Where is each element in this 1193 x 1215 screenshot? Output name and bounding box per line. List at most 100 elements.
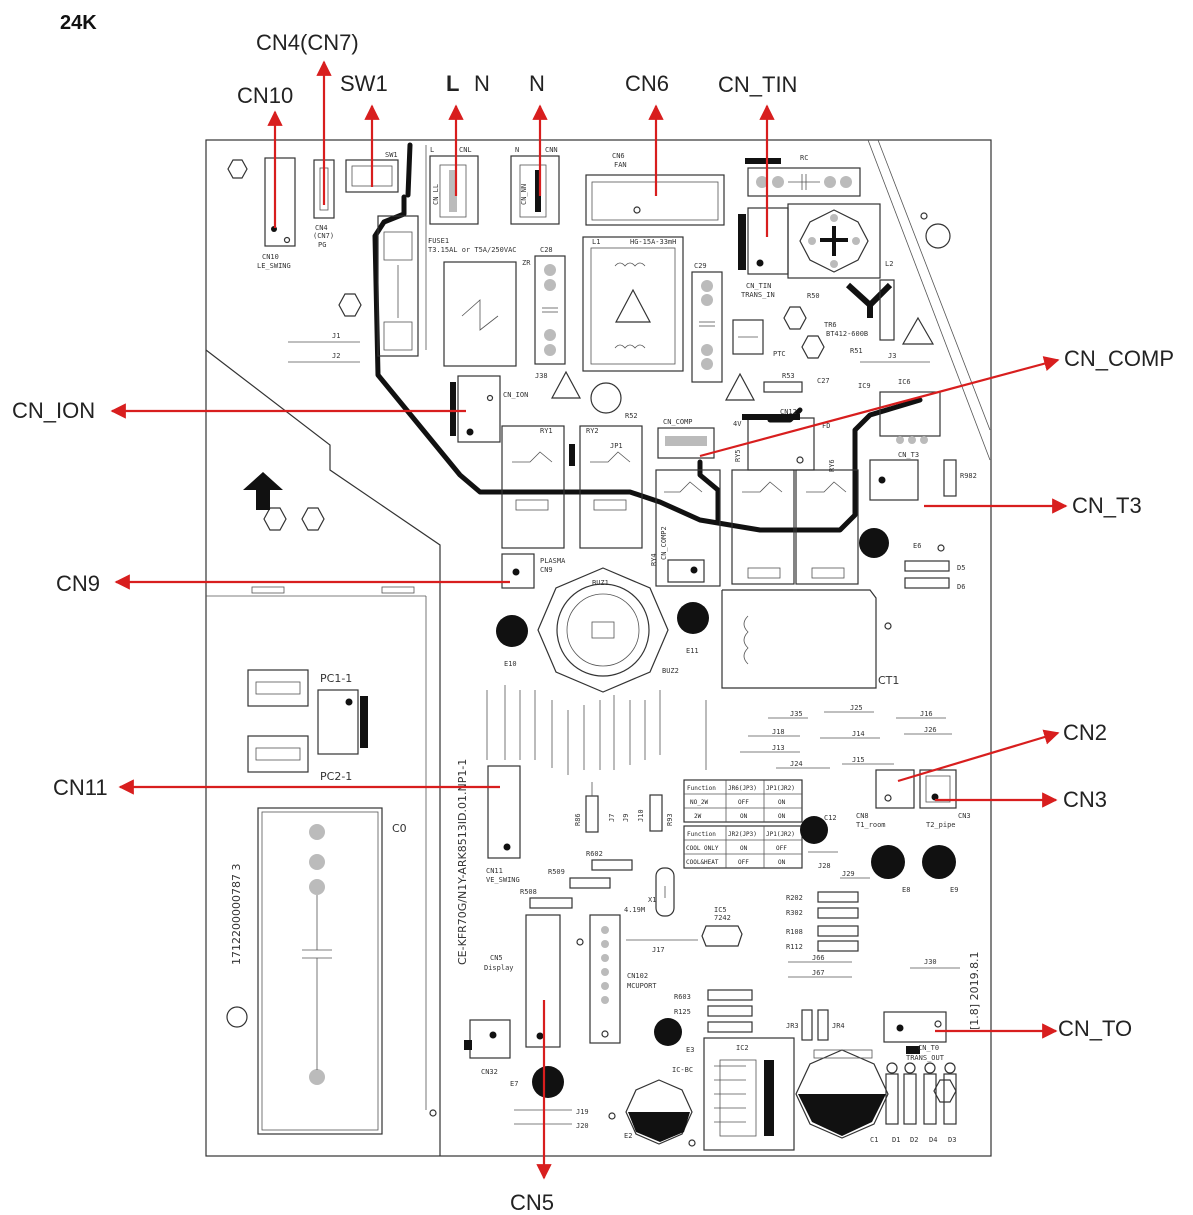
t1-r1c0: 2W — [694, 813, 702, 820]
e8-capacitor — [871, 845, 905, 879]
resistor-bank: R202 R302 R108 R112 — [786, 891, 859, 952]
r53-pcb-label: R53 — [782, 372, 795, 380]
cnn-connector[interactable]: N CNN CN_NN — [510, 146, 560, 225]
l1-inductor: L1 HG-15A-33mH — [582, 236, 684, 372]
ptc-component: PTC — [732, 319, 786, 358]
fuse-spec: T3.15AL or T5A/250VAC — [428, 246, 517, 254]
board-diagonal-right-1 — [867, 139, 991, 461]
callout-n2: N — [529, 71, 545, 96]
e9-capacitor — [922, 845, 956, 879]
cn-to-connector[interactable]: CN_T0 TRANS_OUT — [883, 1011, 947, 1062]
j3-pcb-label: J3 — [888, 352, 896, 360]
j28-pcb-label: J28 — [818, 862, 831, 870]
mount-hole-9 — [925, 223, 951, 249]
c0-capacitor: C0 — [257, 807, 407, 1135]
r50-pcb-label: R50 — [807, 292, 820, 300]
cnl-connector[interactable]: L CNL CN_LL FUSE1 T3.15AL or T5A/250VAC — [428, 146, 517, 254]
callout-cn-comp: CN_COMP — [1064, 346, 1174, 371]
arrow-cn2 — [897, 729, 1060, 783]
r52-pcb-label: R52 — [625, 412, 638, 420]
rc-component: RC — [745, 154, 861, 197]
mcuport-pcb-label: MCUPORT — [627, 982, 657, 990]
callout-cn-ion: CN_ION — [12, 398, 95, 423]
callout-cn-t3: CN_T3 — [1072, 493, 1142, 518]
j29-pcb-label: J29 — [842, 870, 855, 878]
j26-pcb-label: J26 — [924, 726, 937, 734]
direction-arrow-icon — [243, 472, 283, 510]
t1-h0: Function — [687, 785, 716, 792]
j20-pcb-label: J20 — [576, 1122, 589, 1130]
hv-warning-2 — [724, 372, 756, 401]
t2-h2: JP1(JR2) — [766, 831, 795, 838]
d6-diode — [904, 577, 950, 589]
callout-cn11: CN11 — [53, 775, 108, 800]
cn9-connector[interactable]: PLASMA CN9 — [501, 553, 566, 589]
hv-warning-1 — [550, 370, 582, 399]
cn-comp-connector[interactable]: CN_COMP — [657, 418, 715, 459]
ry1-pcb-label: RY1 — [540, 427, 553, 435]
ry2-pcb-label: RY2 — [586, 427, 599, 435]
mount-hole-15 — [608, 1112, 616, 1120]
ic9-pcb-label: IC9 — [858, 382, 871, 390]
e9-pcb-label: E9 — [950, 886, 958, 894]
cnl-pcb-label: CNL — [459, 146, 472, 154]
cn8-connector[interactable]: CN8 T1_room — [856, 769, 915, 829]
cn102-connector[interactable]: CN102 MCUPORT — [589, 914, 657, 1044]
r509-pcb-label: R509 — [548, 868, 565, 876]
cn-tin-connector[interactable]: CN_TIN TRANS_IN — [738, 207, 789, 299]
ic5-chip: IC5 7242 — [701, 906, 743, 947]
c1-pcb-label: C1 — [870, 1136, 878, 1144]
pcb-board: CN10 LE_SWING CN4 (CN7) PG SW1 L CNL CN_… — [205, 139, 992, 1157]
j17-pcb-label: J17 — [652, 946, 665, 954]
cn4-pcb-label: CN4 — [315, 224, 328, 232]
l1-pcb-label: L1 — [592, 238, 600, 246]
j35-pcb-label: J35 — [790, 710, 803, 718]
cn5-connector[interactable]: CN5 Display — [484, 914, 561, 1048]
d6-pcb-label: D6 — [957, 583, 965, 591]
sw1-pcb-label: SW1 — [385, 151, 398, 159]
cn-t3-connector[interactable]: CN_T3 — [869, 451, 919, 501]
t1-room-pcb-label: T1_room — [856, 821, 886, 829]
e6-capacitor — [859, 528, 889, 558]
cn12-connector[interactable]: CN12 4V FD — [733, 408, 830, 471]
cn12-pcb-label: CN12 — [780, 408, 797, 416]
callout-cn-to: CN_TO — [1058, 1016, 1132, 1041]
callout-sw1: SW1 — [340, 71, 388, 96]
pc2-pcb-label: PC2-1 — [320, 770, 352, 783]
ic6-body — [879, 391, 941, 437]
t2-h0: Function — [687, 831, 716, 838]
t2-r1c0: COOL&HEAT — [686, 859, 719, 866]
ry5-pcb-label: RY5 — [734, 449, 742, 462]
j14-pcb-label: J14 — [852, 730, 865, 738]
cn8-pcb-label: CN8 — [856, 812, 869, 820]
j24-pcb-label: J24 — [790, 760, 803, 768]
t1-r0c0: NO_2W — [690, 799, 708, 806]
tr6-triac: R50 TR6 BT412-600B L2 R51 J3 — [807, 260, 935, 363]
r93-resistor: R93 — [649, 794, 674, 832]
mount-hole-16 — [688, 1139, 696, 1147]
transformer-socket — [787, 203, 881, 279]
ry6-pcb-label: RY6 — [828, 459, 836, 472]
callout-labels: CN10 CN4(CN7) SW1 L N N CN6 CN_TIN CN_CO… — [12, 30, 1174, 1215]
cn32-connector[interactable]: CN32 — [464, 1019, 511, 1076]
main-electrolytic — [795, 1049, 889, 1139]
cn11-connector[interactable]: CN11 VE_SWING — [486, 765, 521, 884]
j67-pcb-label: J67 — [812, 969, 825, 977]
j13-pcb-label: J13 — [772, 744, 785, 752]
buz1-pcb-label: BUZ1 — [592, 579, 609, 587]
pc1-pcb-label: PC1-1 — [320, 672, 352, 685]
cn4-pcb-sub: (CN7) — [313, 232, 334, 240]
mount-hole-5 — [783, 306, 807, 330]
c0-pcb-label: C0 — [392, 822, 407, 835]
mount-hole-17 — [576, 938, 584, 946]
board-diagonal-left — [205, 349, 441, 560]
cn-ion-connector[interactable]: CN_ION — [450, 375, 528, 443]
e3-capacitor — [654, 1018, 682, 1046]
mount-hole-2 — [263, 507, 287, 531]
arrow-cn-comp — [699, 356, 1060, 458]
function-table-2: Function JR2(JP3) JP1(JR2) COOL ONLY ON … — [683, 825, 803, 869]
pc1-connector: PC1-1 — [247, 669, 352, 707]
r508-resistor: R508 — [520, 888, 573, 909]
cnn-vertical: CN_NN — [520, 184, 528, 205]
t2-r1c1: OFF — [738, 859, 749, 866]
